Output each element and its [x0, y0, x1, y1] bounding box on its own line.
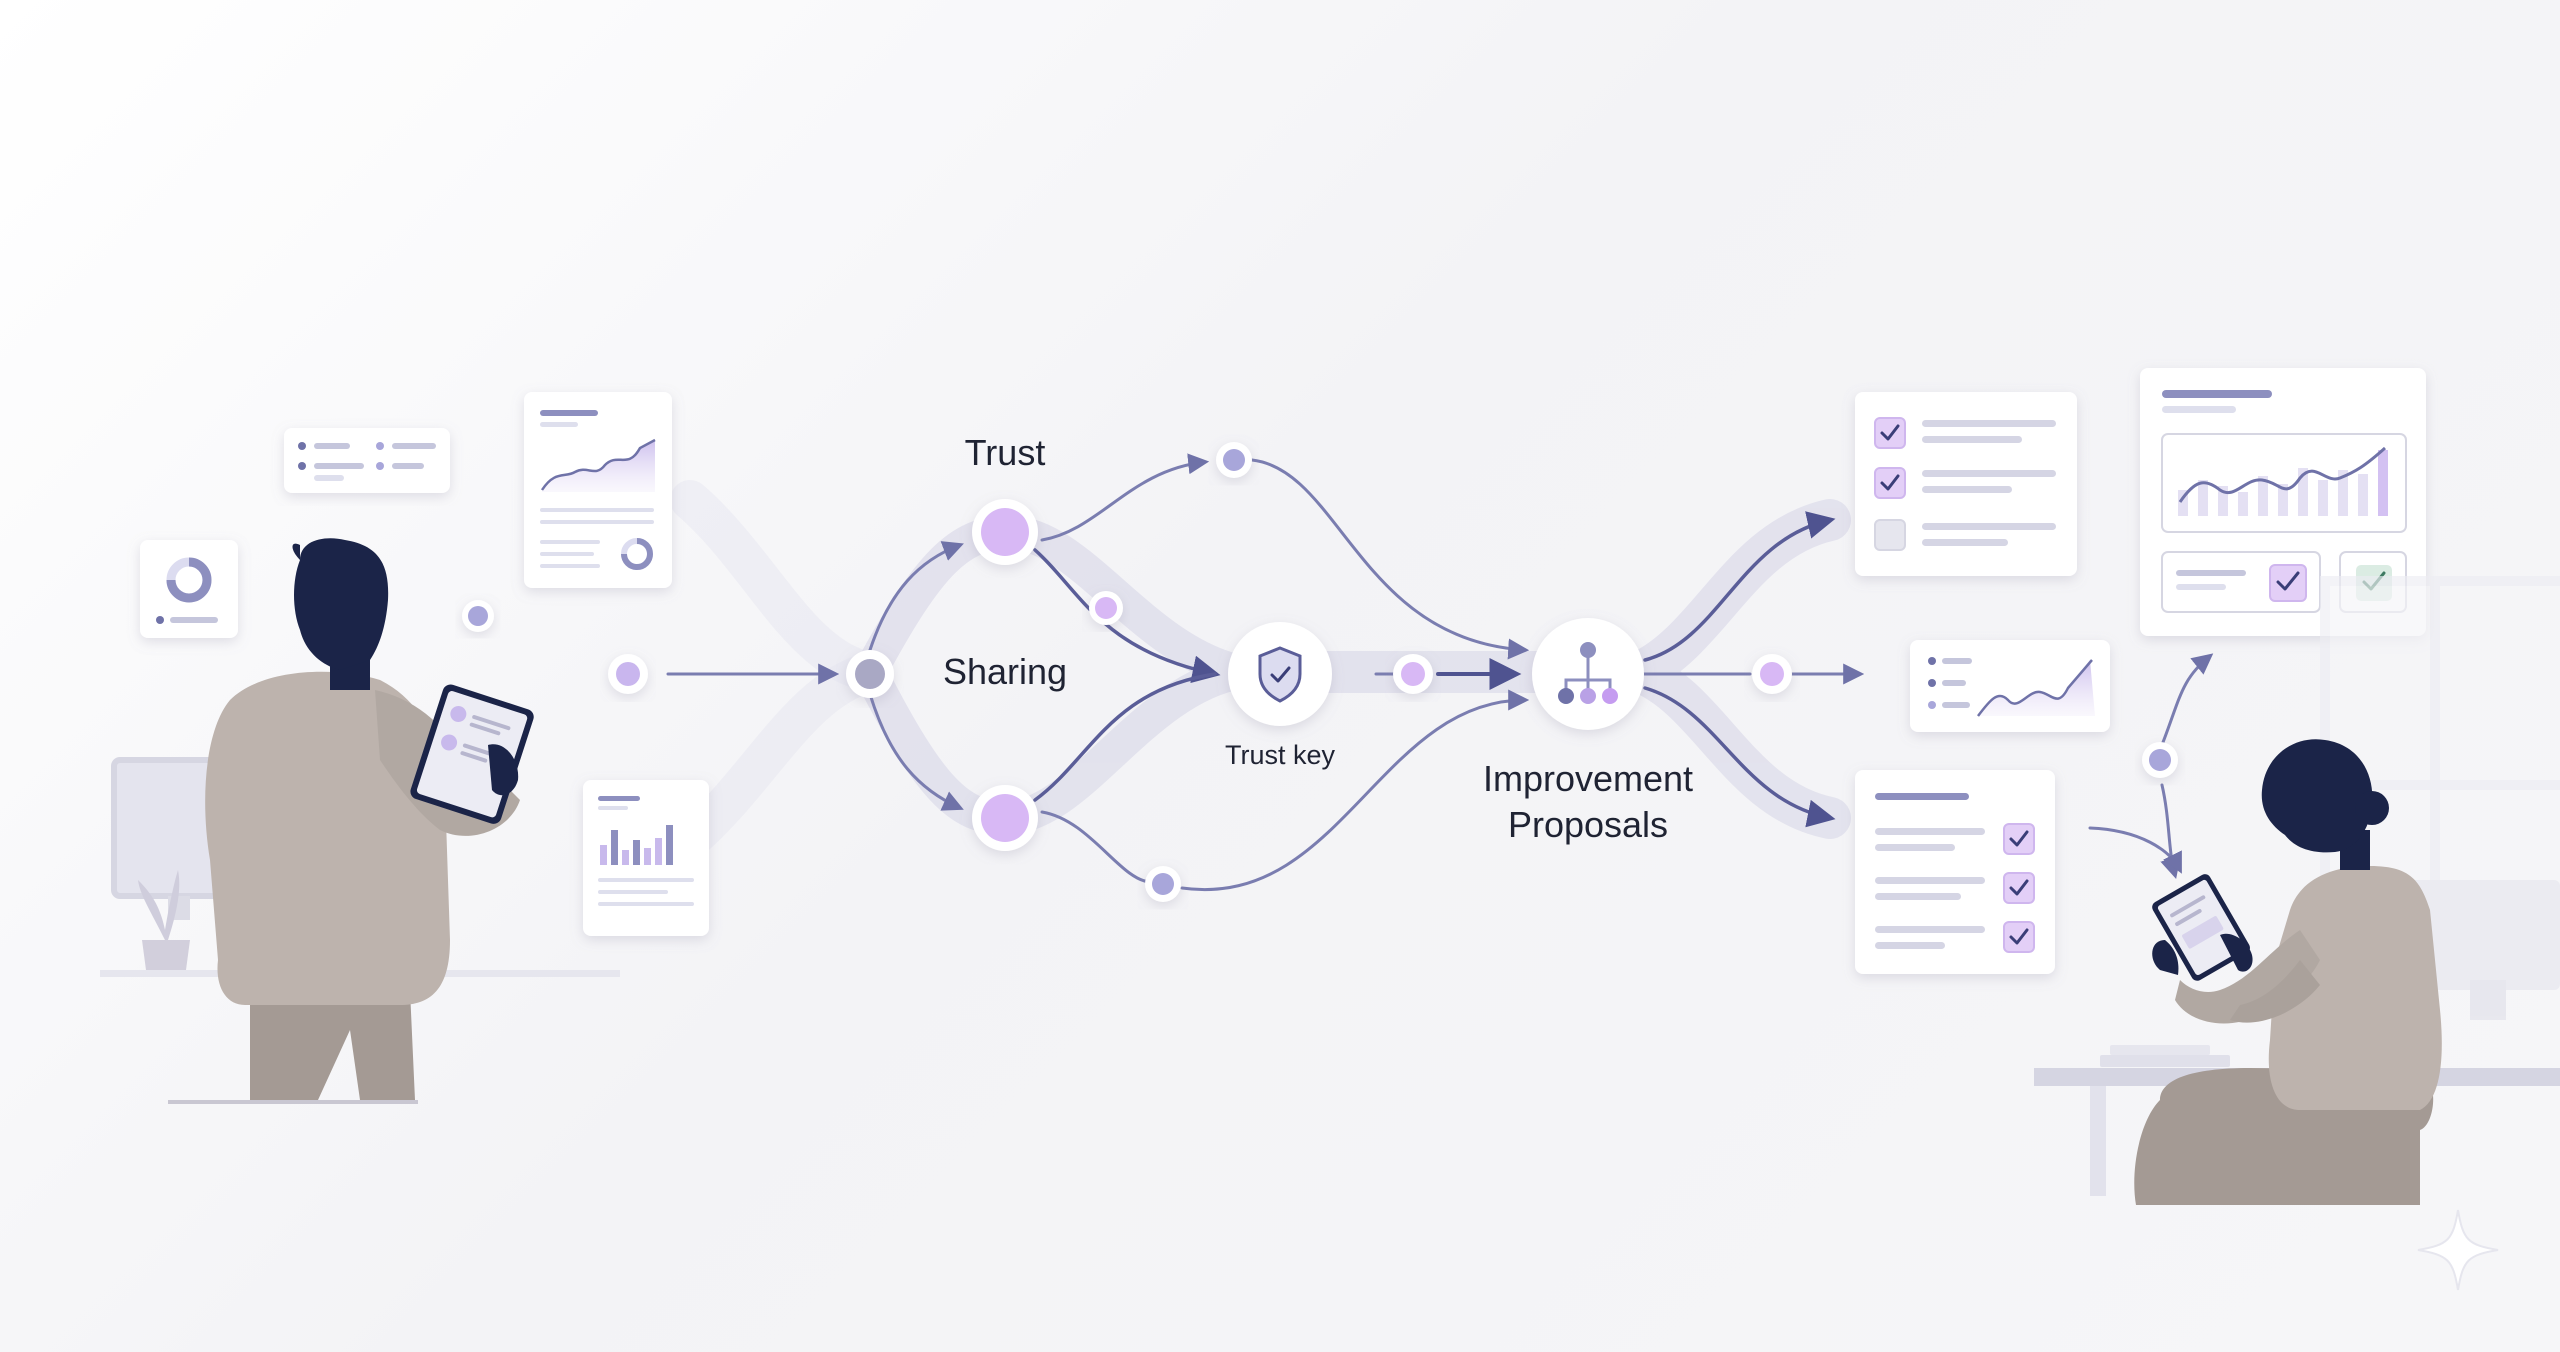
line-right-up	[2158, 653, 2214, 752]
band-left-lower	[670, 652, 890, 860]
line-out-bottom	[1643, 686, 1836, 828]
band-sharing	[853, 655, 1257, 836]
line-out-top	[1643, 511, 1836, 662]
checklist-card-top	[1855, 392, 2077, 576]
right-background	[2320, 576, 2560, 1020]
line-bottom-arc	[1180, 689, 1530, 892]
hierarchy-icon	[1558, 642, 1618, 704]
improvement-label: Improvement	[1482, 758, 1694, 799]
flow-lines	[666, 453, 2214, 892]
line-top-arc	[1250, 458, 1530, 660]
sitting-woman-figure	[2134, 739, 2442, 1205]
checklist-card-bottom	[1855, 770, 2055, 974]
line-trust-up	[1040, 453, 1210, 542]
trust-label: Trust	[964, 432, 1046, 473]
sharing-label: Sharing	[942, 651, 1068, 692]
proposals-label: Proposals	[1507, 804, 1669, 845]
line-doc-to-person	[2088, 826, 2182, 874]
trust-key-label: Trust key	[1224, 740, 1336, 770]
line-sharing-up	[1033, 672, 1217, 802]
tablet-icon	[2152, 874, 2250, 981]
dashboard-card	[2140, 368, 2426, 636]
standing-man-figure	[168, 538, 534, 1104]
shield-icon	[1258, 646, 1302, 703]
line-to-sharing	[868, 692, 964, 811]
trend-card	[1910, 640, 2110, 732]
line-chart-card	[524, 392, 672, 588]
sparkle-icon	[2417, 1209, 2499, 1291]
legend-card	[284, 428, 450, 493]
line-sharing-down	[1040, 810, 1152, 884]
bar-chart-card	[583, 780, 709, 936]
donut-card	[140, 540, 238, 638]
band-left-upper	[670, 480, 890, 692]
line-to-trust	[868, 541, 964, 652]
